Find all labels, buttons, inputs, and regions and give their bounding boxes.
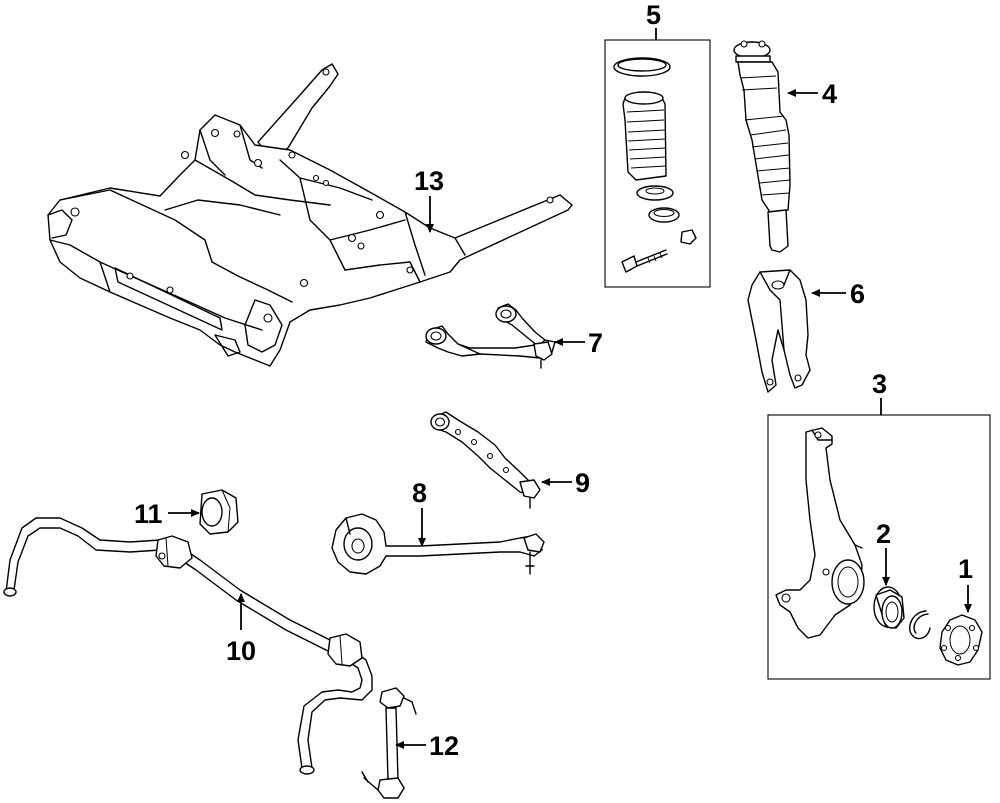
callout-5: 5 bbox=[646, 0, 661, 30]
callout-8: 8 bbox=[412, 478, 427, 508]
lower-front-control-arm bbox=[331, 513, 545, 575]
lower-rear-control-arm bbox=[430, 411, 541, 509]
callout-10: 10 bbox=[226, 636, 256, 666]
wheel-bearing bbox=[873, 586, 905, 629]
subframe-crossmember bbox=[47, 63, 573, 367]
callout-13: 13 bbox=[414, 166, 444, 196]
strut-fork-bracket bbox=[747, 269, 811, 393]
callout-1: 1 bbox=[958, 554, 973, 584]
wheel-hub bbox=[939, 614, 983, 666]
callout-6: 6 bbox=[850, 279, 865, 309]
stabilizer-bar bbox=[3, 517, 373, 775]
stabilizer-bushing bbox=[199, 489, 239, 535]
callout-9: 9 bbox=[575, 468, 590, 498]
callout-12: 12 bbox=[429, 731, 459, 761]
callout-3: 3 bbox=[872, 369, 887, 399]
strut-boot-kit bbox=[604, 39, 711, 288]
callout-leaders bbox=[168, 28, 972, 749]
upper-control-arm bbox=[425, 303, 556, 369]
kit-box-5 bbox=[604, 39, 711, 288]
stabilizer-link bbox=[361, 687, 417, 799]
kit-box-3 bbox=[767, 414, 991, 680]
callout-4: 4 bbox=[822, 79, 837, 109]
air-strut-assembly bbox=[733, 40, 791, 253]
callout-11: 11 bbox=[134, 499, 163, 529]
callout-2: 2 bbox=[876, 519, 891, 549]
snap-ring bbox=[908, 610, 931, 640]
steering-knuckle-group bbox=[767, 414, 991, 680]
callout-numbers: 1 2 3 4 5 6 7 8 9 10 11 12 13 bbox=[134, 0, 973, 761]
callout-7: 7 bbox=[588, 328, 603, 358]
